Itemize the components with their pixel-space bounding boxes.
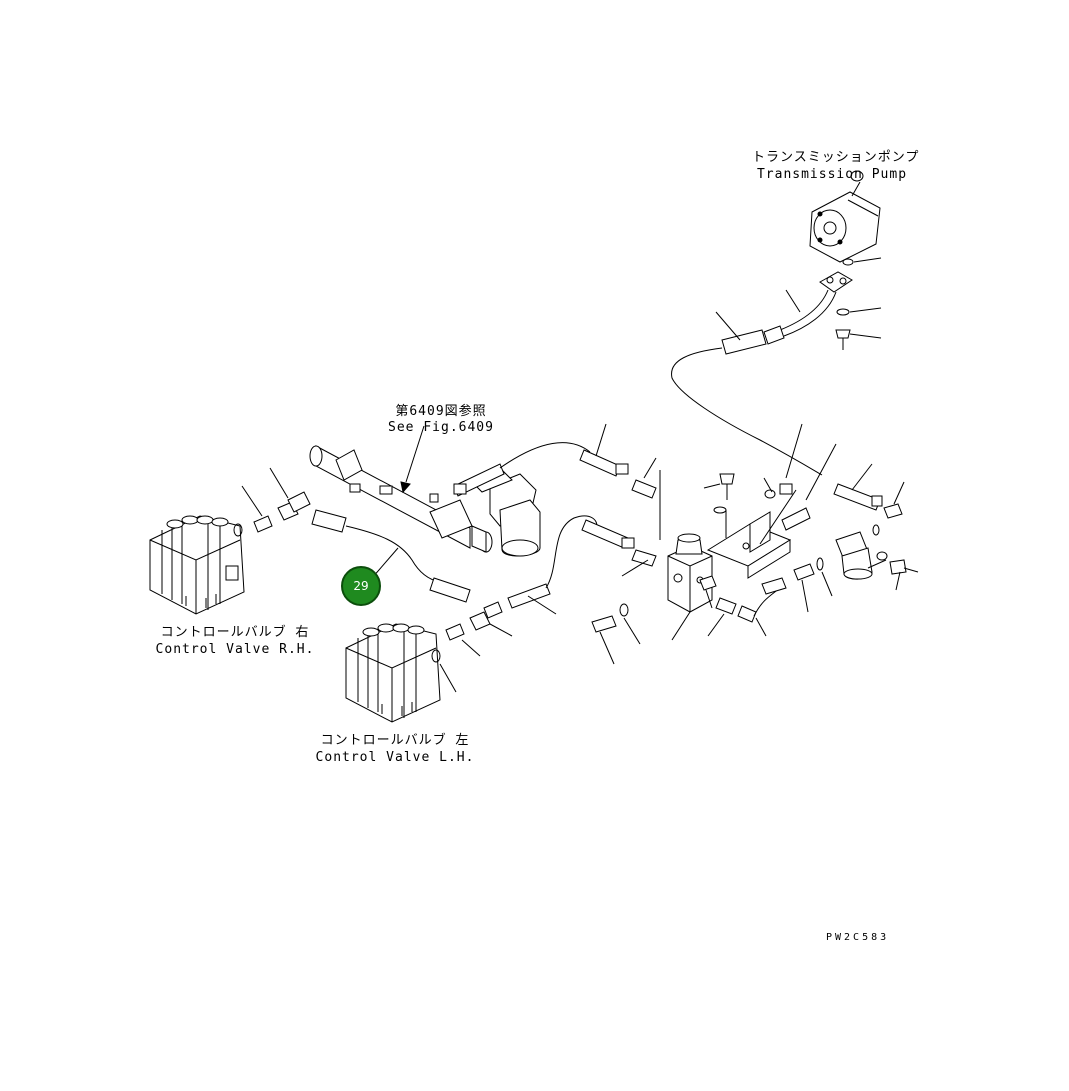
valve-lh-label-jp: コントロールバルブ 左	[320, 733, 470, 748]
valve-lh-label-en: Control Valve L.H.	[315, 750, 475, 765]
drawing-code: PW2C583	[826, 932, 890, 943]
pump-hose	[671, 289, 837, 476]
reference-label-jp: 第6409図参照	[395, 404, 487, 419]
part-callout-29[interactable]: 29	[341, 566, 381, 606]
pump-fittings	[819, 257, 882, 350]
valve-lh-fittings	[431, 601, 513, 693]
hose-lower	[507, 515, 635, 615]
bracket	[706, 443, 837, 579]
hose-right	[833, 463, 905, 519]
control-valve-rh	[149, 515, 245, 615]
valve-rh-label-jp: コントロールバルブ 右	[160, 625, 310, 640]
control-valve-lh	[345, 623, 441, 723]
pump-label-jp: トランスミッションポンプ	[752, 150, 920, 165]
valve-rh-label-en: Control Valve R.H.	[155, 642, 315, 657]
reference-label-en: See Fig.6409	[388, 420, 494, 435]
manifold-block	[659, 470, 713, 641]
valve-rh-fittings	[233, 467, 311, 537]
manifold-fittings	[591, 457, 787, 665]
transmission-pump	[809, 170, 881, 263]
hose-upper	[453, 423, 629, 497]
tube-assembly	[309, 425, 541, 557]
elbow-filter	[793, 524, 919, 613]
hose-29	[311, 509, 471, 603]
bolts	[703, 423, 803, 538]
pump-label-en: Transmission Pump	[756, 167, 908, 182]
